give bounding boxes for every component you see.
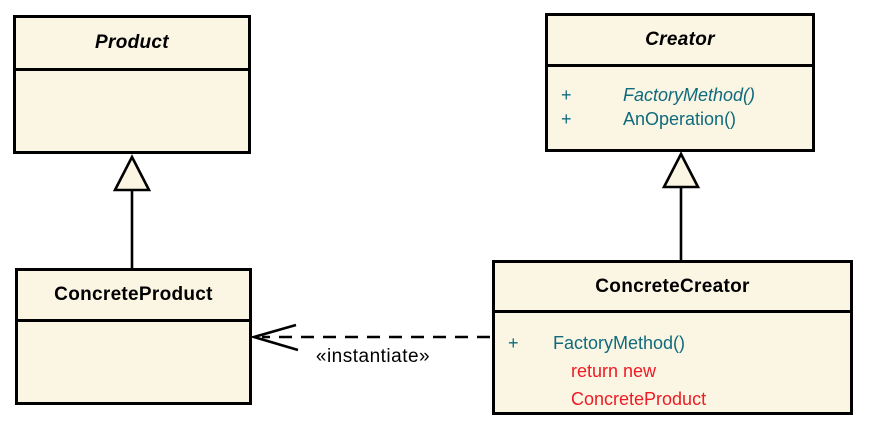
class-title-concrete-creator: ConcreteCreator (495, 263, 850, 313)
method-row-factory-method: + FactoryMethod() (508, 329, 850, 357)
annotation-row-concrete-product: ConcreteProduct (508, 385, 850, 413)
class-title-concrete-product: ConcreteProduct (18, 271, 249, 322)
class-body-product (16, 71, 248, 151)
visibility-plus: + (561, 109, 572, 129)
class-box-creator: Creator + FactoryMethod() + AnOperation(… (545, 13, 815, 152)
class-body-concrete-product (18, 322, 249, 402)
class-title-product: Product (16, 18, 248, 71)
class-box-concrete-creator: ConcreteCreator + FactoryMethod() return… (492, 260, 853, 415)
class-body-concrete-creator: + FactoryMethod() return new ConcretePro… (495, 313, 850, 413)
method-name-factory-method: FactoryMethod() (623, 85, 756, 105)
annotation-return-new: return new (571, 361, 657, 381)
class-title-creator: Creator (548, 16, 812, 67)
method-row-an-operation: + AnOperation() (561, 107, 812, 131)
generalization-arrow-product (112, 154, 152, 268)
visibility-plus: + (508, 333, 519, 353)
class-box-concrete-product: ConcreteProduct (15, 268, 252, 405)
annotation-concrete-product: ConcreteProduct (571, 389, 707, 409)
generalization-arrow-creator (661, 151, 701, 260)
class-body-creator: + FactoryMethod() + AnOperation() (548, 67, 812, 149)
class-box-product: Product (13, 15, 251, 154)
method-name-an-operation: AnOperation() (623, 109, 737, 129)
method-name-factory-method: FactoryMethod() (553, 333, 686, 353)
method-row-factory-method: + FactoryMethod() (561, 83, 812, 107)
instantiate-label: «instantiate» (315, 346, 431, 367)
annotation-row-return-new: return new (508, 357, 850, 385)
visibility-plus: + (561, 85, 572, 105)
